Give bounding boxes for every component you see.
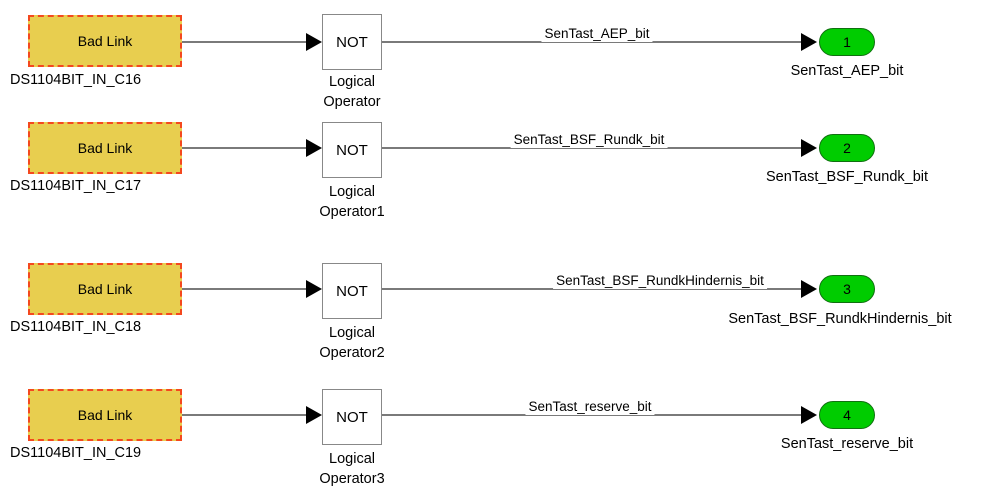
wire-source-to-operator-4[interactable] <box>182 414 306 416</box>
logical-operator-label-line2-4: Operator3 <box>319 471 385 487</box>
logical-operator-label-4: Logical Operator3 <box>319 449 384 489</box>
logical-operator-label-line2-3: Operator2 <box>319 345 385 361</box>
arrow-into-outport-2 <box>801 139 817 157</box>
outport-block-3[interactable]: 3 <box>819 275 875 303</box>
outport-label-4: SenTast_reserve_bit <box>780 436 914 452</box>
signal-label-2: SenTast_BSF_Rundk_bit <box>510 132 668 148</box>
arrow-into-operator-4 <box>306 406 322 424</box>
wire-operator-to-outport-1[interactable] <box>382 41 806 43</box>
bad-link-block-text-2: Bad Link <box>77 140 133 156</box>
outport-number-2: 2 <box>843 140 851 156</box>
outport-label-2: SenTast_BSF_Rundk_bit <box>765 169 929 185</box>
logical-operator-block-text-3: NOT <box>336 282 368 300</box>
arrow-into-outport-1 <box>801 33 817 51</box>
bad-link-block-2[interactable]: Bad Link <box>28 122 182 174</box>
logical-operator-label-2: Logical Operator1 <box>319 182 384 222</box>
logical-operator-label-3: Logical Operator2 <box>319 323 384 363</box>
logical-operator-block-text-2: NOT <box>336 141 368 159</box>
bad-link-block-text-1: Bad Link <box>77 33 133 49</box>
outport-number-4: 4 <box>843 407 851 423</box>
outport-block-2[interactable]: 2 <box>819 134 875 162</box>
logical-operator-label-line1-4: Logical <box>329 451 375 467</box>
logical-operator-label-line2-2: Operator1 <box>319 204 385 220</box>
outport-number-3: 3 <box>843 281 851 297</box>
bad-link-block-label-3: DS1104BIT_IN_C18 <box>10 319 142 335</box>
logical-operator-block-text-4: NOT <box>336 408 368 426</box>
logical-operator-label-1: Logical Operator <box>323 72 380 112</box>
bad-link-block-label-2: DS1104BIT_IN_C17 <box>10 178 142 194</box>
outport-label-1: SenTast_AEP_bit <box>790 63 904 79</box>
logical-operator-label-line1-1: Logical <box>329 74 375 90</box>
bad-link-block-label-4: DS1104BIT_IN_C19 <box>10 445 142 461</box>
arrow-into-operator-3 <box>306 280 322 298</box>
logical-operator-block-4[interactable]: NOT <box>322 389 382 445</box>
logical-operator-label-line1-2: Logical <box>329 184 375 200</box>
outport-number-1: 1 <box>843 34 851 50</box>
bad-link-block-4[interactable]: Bad Link <box>28 389 182 441</box>
outport-label-3: SenTast_BSF_RundkHindernis_bit <box>728 311 952 327</box>
bad-link-block-text-4: Bad Link <box>77 407 133 423</box>
wire-operator-to-outport-3[interactable] <box>382 288 806 290</box>
signal-label-4: SenTast_reserve_bit <box>525 399 655 415</box>
arrow-into-outport-3 <box>801 280 817 298</box>
wire-source-to-operator-1[interactable] <box>182 41 306 43</box>
bad-link-block-3[interactable]: Bad Link <box>28 263 182 315</box>
arrow-into-operator-2 <box>306 139 322 157</box>
wire-source-to-operator-2[interactable] <box>182 147 306 149</box>
logical-operator-label-line1-3: Logical <box>329 325 375 341</box>
bad-link-block-label-1: DS1104BIT_IN_C16 <box>10 72 142 88</box>
logical-operator-block-2[interactable]: NOT <box>322 122 382 178</box>
wire-operator-to-outport-2[interactable] <box>382 147 806 149</box>
signal-label-3: SenTast_BSF_RundkHindernis_bit <box>553 273 767 289</box>
signal-label-1: SenTast_AEP_bit <box>541 26 653 42</box>
logical-operator-block-1[interactable]: NOT <box>322 14 382 70</box>
logical-operator-block-text-1: NOT <box>336 33 368 51</box>
arrow-into-outport-4 <box>801 406 817 424</box>
bad-link-block-1[interactable]: Bad Link <box>28 15 182 67</box>
logical-operator-label-line2-1: Operator <box>323 94 381 110</box>
wire-operator-to-outport-4[interactable] <box>382 414 806 416</box>
arrow-into-operator-1 <box>306 33 322 51</box>
outport-block-4[interactable]: 4 <box>819 401 875 429</box>
outport-block-1[interactable]: 1 <box>819 28 875 56</box>
wire-source-to-operator-3[interactable] <box>182 288 306 290</box>
logical-operator-block-3[interactable]: NOT <box>322 263 382 319</box>
bad-link-block-text-3: Bad Link <box>77 281 133 297</box>
